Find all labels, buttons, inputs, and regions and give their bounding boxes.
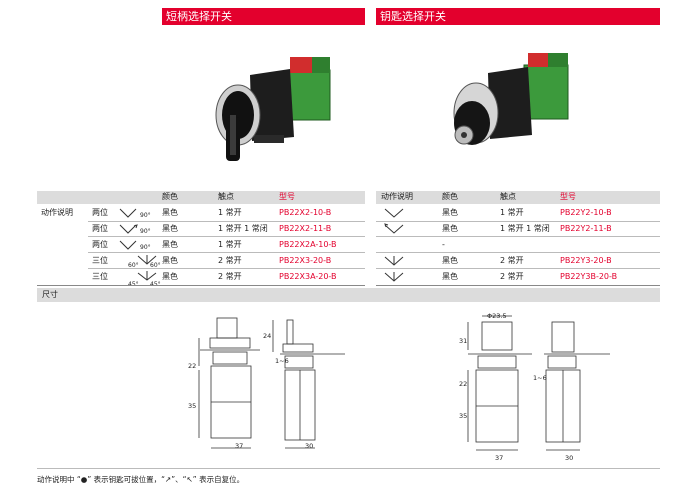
right-section-title: 钥匙选择开关	[380, 10, 446, 23]
right-row-divider	[376, 252, 660, 253]
key-switch-dimension-drawing	[467, 315, 610, 451]
right-table-bottom	[376, 285, 660, 286]
left-row-3-angle: 90°	[140, 244, 151, 251]
left-dim-d1: 22	[188, 362, 197, 370]
left-row-4-model: PB22X3-20-B	[279, 256, 332, 265]
left-dim-d4: 37	[235, 442, 244, 450]
left-row-5-angle-right: 45°	[150, 279, 161, 291]
left-row-1-angle: 90°	[140, 212, 151, 219]
key-switch-image	[436, 45, 596, 175]
left-row-5-contacts: 2 常开	[218, 272, 242, 281]
left-table-header-bg	[37, 191, 365, 204]
short-handle-switch-image	[190, 45, 350, 175]
left-row-4-angle-left: 60°	[128, 262, 139, 269]
right-col-contacts-header: 触点	[500, 192, 516, 201]
left-row-2-angle: 90°	[140, 228, 151, 235]
right-dim-d5: 37	[495, 454, 504, 462]
right-table-header-bg	[376, 191, 660, 204]
left-row-1-pos: 两位	[92, 208, 108, 217]
right-dim-d3: 1~6	[533, 374, 547, 382]
right-row-4-color: 黑色	[442, 256, 458, 265]
left-row-4-angle-right: 60°	[150, 262, 161, 269]
two-position-return-icon	[119, 224, 138, 234]
right-row-5-contacts: 2 常开	[500, 272, 524, 281]
left-row-divider	[88, 252, 365, 253]
right-row-2-model: PB22Y2-11-B	[560, 224, 612, 233]
left-row-3-pos: 两位	[92, 240, 108, 249]
right-header-bar: 钥匙选择开关	[376, 8, 660, 25]
left-dim-d6: 24	[263, 332, 272, 340]
key-three-position-return-icon	[384, 272, 404, 282]
two-position-90-icon	[119, 208, 137, 218]
left-row-1-model: PB22X2-10-B	[279, 208, 332, 217]
right-dim-d2: 22	[459, 380, 468, 388]
left-row-2-contacts: 1 常开 1 常闭	[218, 224, 268, 233]
right-row-2-contacts: 1 常开 1 常闭	[500, 224, 550, 233]
key-two-position-icon	[384, 208, 404, 218]
left-row-5-model: PB22X3A-20-B	[279, 272, 337, 281]
left-section-title: 短柄选择开关	[166, 10, 232, 23]
right-row-1-contacts: 1 常开	[500, 208, 524, 217]
left-row-divider	[88, 268, 365, 269]
three-position-45-icon	[137, 271, 157, 281]
left-dim-d3: 35	[188, 402, 197, 410]
right-dim-d4: 35	[459, 412, 468, 420]
key-two-position-return-icon	[384, 223, 404, 234]
left-row-3-color: 黑色	[162, 240, 178, 249]
left-header-bar: 短柄选择开关	[162, 8, 365, 25]
footnote: 动作说明中 “●” 表示钥匙可拔位置，“↗”、“↖” 表示自复位。	[37, 475, 245, 484]
left-action-label: 动作说明	[41, 208, 73, 217]
left-row-2-color: 黑色	[162, 224, 178, 233]
right-dim-d6: 30	[565, 454, 574, 462]
left-row-5-pos: 三位	[92, 272, 108, 281]
left-row-4-contacts: 2 常开	[218, 256, 242, 265]
left-dim-d5: 30	[305, 442, 314, 450]
right-row-3-color: -	[442, 240, 445, 249]
left-row-5-color: 黑色	[162, 272, 178, 281]
left-row-4-color: 黑色	[162, 256, 178, 265]
left-col-contacts-header: 触点	[218, 192, 234, 201]
right-row-1-color: 黑色	[442, 208, 458, 217]
short-handle-dimension-drawing	[198, 317, 345, 449]
left-dim-d2: 1~6	[275, 357, 289, 365]
left-row-divider	[88, 236, 365, 237]
three-position-60-icon	[137, 255, 157, 265]
right-col-action-header: 动作说明	[381, 192, 413, 201]
left-col-color-header: 颜色	[162, 192, 178, 201]
left-col-model-header: 型号	[279, 192, 295, 201]
left-row-1-contacts: 1 常开	[218, 208, 242, 217]
right-row-5-model: PB22Y3B-20-B	[560, 272, 618, 281]
two-position-alt-icon	[119, 240, 137, 250]
dimensions-bar: 尺寸	[37, 288, 660, 302]
left-row-3-contacts: 1 常开	[218, 240, 242, 249]
right-col-color-header: 颜色	[442, 192, 458, 201]
right-row-divider	[376, 221, 660, 222]
left-row-2-pos: 两位	[92, 224, 108, 233]
left-row-divider	[88, 221, 365, 222]
right-dim-d1: 31	[459, 337, 468, 345]
left-row-1-color: 黑色	[162, 208, 178, 217]
left-table-bottom	[37, 285, 365, 286]
left-row-4-pos: 三位	[92, 256, 108, 265]
key-three-position-icon	[384, 256, 404, 266]
right-row-divider	[376, 268, 660, 269]
right-row-5-color: 黑色	[442, 272, 458, 281]
right-row-1-model: PB22Y2-10-B	[560, 208, 612, 217]
footer-divider	[37, 468, 660, 469]
right-row-4-contacts: 2 常开	[500, 256, 524, 265]
right-col-model-header: 型号	[560, 192, 576, 201]
left-row-3-model: PB22X2A-10-B	[279, 240, 337, 249]
left-row-5-angle-left: 45°	[128, 279, 139, 291]
right-dim-d0: Φ23.5	[487, 312, 507, 320]
right-row-divider	[376, 236, 660, 237]
right-row-4-model: PB22Y3-20-B	[560, 256, 612, 265]
dimensions-label: 尺寸	[42, 290, 58, 299]
right-row-2-color: 黑色	[442, 224, 458, 233]
left-row-2-model: PB22X2-11-B	[279, 224, 332, 233]
